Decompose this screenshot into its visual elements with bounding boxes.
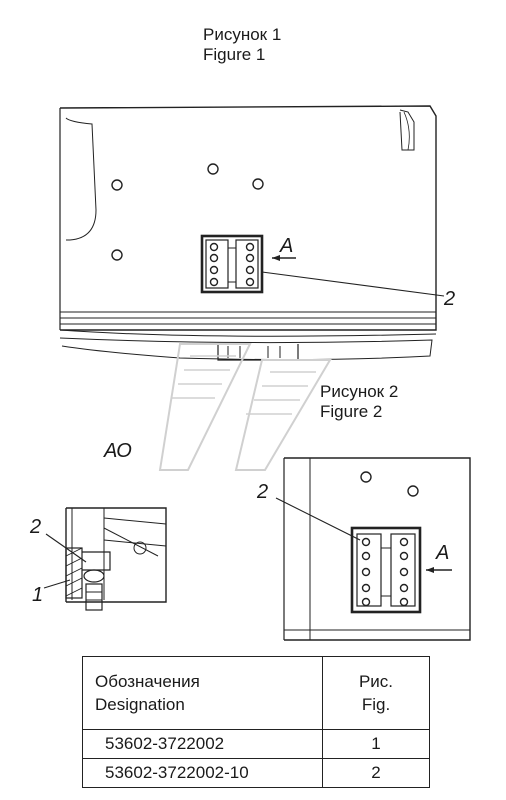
header-designation-en: Designation [95,695,185,714]
table-row: 53602-3722002-10 2 [82,758,430,788]
figure2-caption: Рисунок 2 Figure 2 [320,382,398,422]
table-header-row: Обозначения Designation Рис. Fig. [82,656,430,730]
callout-2-figure2: 2 [257,481,269,503]
figure1-caption: Рисунок 1 Figure 1 [203,25,281,65]
figure1-caption-en: Figure 1 [203,45,266,64]
header-fig-ru: Рис. [358,672,394,691]
figure1-panel [59,105,437,361]
fig-cell: 2 [322,758,430,788]
header-designation-ru: Обозначения [95,672,200,691]
view-a-label-figure1: A [280,235,294,257]
callout-2-figure1: 2 [444,288,456,310]
fig-cell: 1 [322,729,430,759]
figure2-panel [283,457,471,641]
designation-table: Обозначения Designation Рис. Fig. 53602-… [82,656,430,788]
table-row: 53602-3722002 1 [82,729,430,759]
view-a-label-figure2: A [436,542,450,564]
section-label-ao: АО [104,440,132,462]
connector-block-figure2 [350,526,422,614]
figure2-caption-ru: Рисунок 2 [320,382,399,401]
figure2-caption-en: Figure 2 [320,402,383,421]
figure1-caption-ru: Рисунок 1 [203,25,282,44]
leader-line-2-figure1 [261,271,445,297]
callout-1-section: 1 [32,584,44,606]
designation-cell: 53602-3722002 [82,729,323,759]
leader-line-2-figure2 [275,497,361,541]
callout-2-section: 2 [30,516,42,538]
header-fig: Рис. Fig. [322,656,430,730]
header-designation: Обозначения Designation [82,656,323,730]
section-view-ao [43,507,167,611]
connector-block-figure1 [200,234,264,294]
watermark-logo [158,343,332,471]
designation-cell: 53602-3722002-10 [82,758,323,788]
header-fig-en: Fig. [361,695,391,714]
